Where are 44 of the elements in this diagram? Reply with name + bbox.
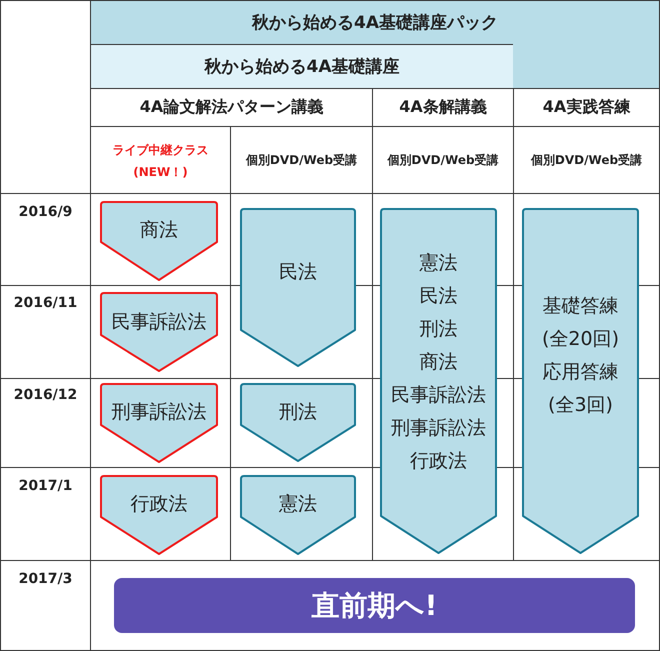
arrow-pentagon <box>240 383 356 462</box>
column-subheader: 個別DVD/Web受講 <box>530 152 644 168</box>
band-title: 秋から始める4A基礎講座パック <box>250 12 499 35</box>
course-subject: 商法 <box>140 218 178 242</box>
course-subject: 民法 <box>279 260 317 284</box>
date-label: 2016/11 <box>12 294 78 313</box>
column-subheader: 個別DVD/Web受講 <box>386 152 500 168</box>
arrow-pentagon <box>240 475 356 555</box>
course-subject: 行政法 <box>130 492 188 516</box>
course-subject: 民法 <box>420 284 458 308</box>
course-subject: 刑法 <box>279 400 317 424</box>
date-label: 2017/1 <box>18 477 74 496</box>
course-subject: 民事訴訟法 <box>391 382 486 408</box>
column-header: 4A実践答練 <box>542 96 632 118</box>
course-subject: (全3回) <box>548 393 613 418</box>
column-header: 4A条解講義 <box>398 96 488 118</box>
course-subject: 行政法 <box>410 448 467 474</box>
course-subject: 刑事訴訟法 <box>112 400 206 424</box>
course-subject: 民事訴訟法 <box>112 310 206 334</box>
course-subject: 応用答練 <box>542 360 618 385</box>
course-band <box>91 1 659 88</box>
arrow-pentagon <box>522 208 639 554</box>
column-subheader: 個別DVD/Web受講 <box>244 152 358 168</box>
class-label: (NEW！) <box>132 164 189 180</box>
arrow-pentagon <box>240 208 356 367</box>
arrow-pentagon <box>380 208 497 554</box>
arrow-pentagon <box>100 475 218 555</box>
course-subject: 商法 <box>420 350 458 374</box>
course-subject: 刑法 <box>420 316 458 342</box>
course-subject: 刑事訴訟法 <box>391 416 486 440</box>
column-header: 4A論文解法パターン講義 <box>138 96 324 118</box>
date-label: 2017/3 <box>18 570 74 589</box>
course-subject: 基礎答練 <box>542 294 618 319</box>
banner: 直前期へ! <box>114 578 635 633</box>
arrow-pentagon <box>100 201 218 281</box>
arrow-pentagon <box>100 383 218 463</box>
course-band: 秋から始める4A基礎講座 <box>91 45 513 88</box>
course-subject: (全20回) <box>542 327 619 352</box>
class-label: ライブ中継クラス <box>112 142 210 158</box>
arrow-pentagon <box>100 292 218 372</box>
course-subject: 憲法 <box>420 250 458 276</box>
date-label: 2016/9 <box>18 203 74 222</box>
date-label: 2016/12 <box>12 386 78 405</box>
course-subject: 憲法 <box>279 492 317 516</box>
